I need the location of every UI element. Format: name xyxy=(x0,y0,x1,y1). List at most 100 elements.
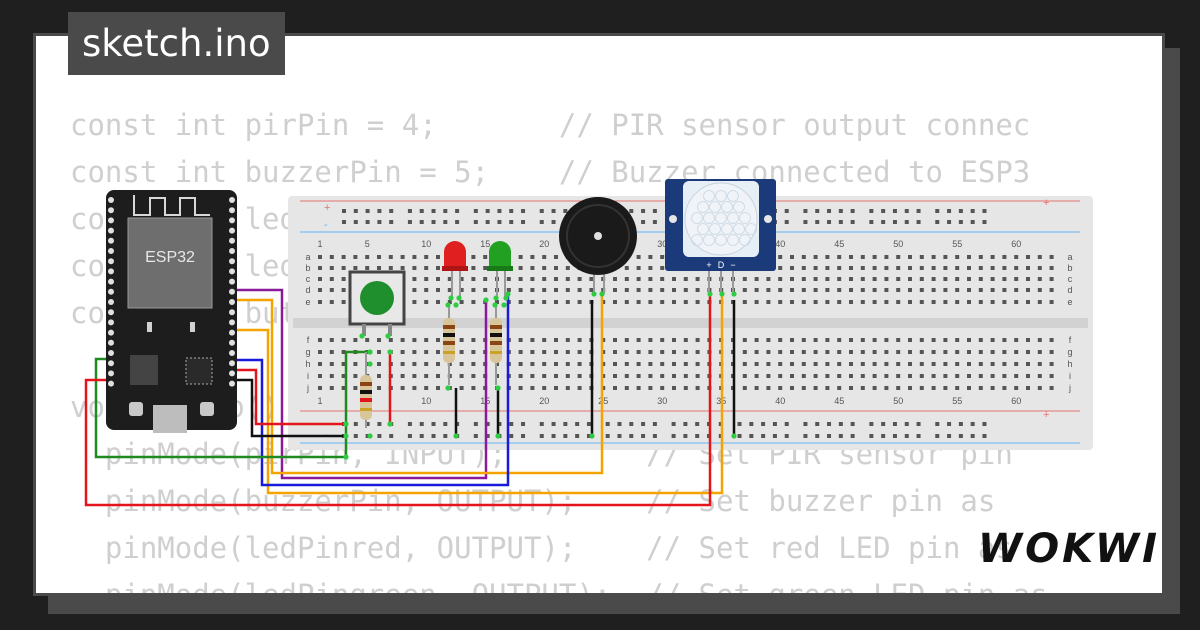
reset-button xyxy=(200,402,214,416)
breadboard-hole xyxy=(1014,350,1019,354)
breadboard-hole xyxy=(931,338,936,342)
esp32-pin xyxy=(108,309,114,316)
rail-hole xyxy=(892,220,897,224)
row-label: c xyxy=(306,274,311,284)
breadboard-hole xyxy=(908,288,912,292)
breadboard-hole xyxy=(1002,386,1007,390)
breadboard-hole xyxy=(955,288,960,292)
rail-hole xyxy=(671,434,676,438)
breadboard-hole xyxy=(530,386,535,390)
breadboard-hole xyxy=(1026,338,1030,342)
breadboard-hole xyxy=(565,266,570,270)
rail-hole xyxy=(407,209,412,213)
breadboard-hole xyxy=(1049,288,1054,292)
breadboard-hole xyxy=(943,277,948,281)
breadboard-hole xyxy=(849,350,853,354)
led-red-leg-2 xyxy=(459,268,461,298)
breadboard-hole xyxy=(672,277,676,281)
led-green-rim xyxy=(487,266,513,271)
resistor-led-red-body xyxy=(443,318,455,363)
breadboard-hole xyxy=(884,277,889,281)
rail-hole xyxy=(641,422,646,426)
resistor-led-red-band-4 xyxy=(443,351,455,354)
esp32-pin xyxy=(108,207,114,214)
breadboard-hole xyxy=(990,374,995,378)
connection-dot xyxy=(493,295,499,301)
breadboard-hole xyxy=(624,350,629,354)
led-green xyxy=(487,241,513,298)
rail-hole xyxy=(586,422,591,426)
breadboard-hole xyxy=(436,300,440,304)
pir-facet xyxy=(727,212,739,224)
rail-hole xyxy=(485,422,490,426)
rail-hole xyxy=(881,434,886,438)
breadboard-hole xyxy=(648,277,653,281)
rail-hole xyxy=(605,434,610,438)
esp32-pin xyxy=(108,278,114,285)
rail-hole xyxy=(521,209,526,213)
breadboard-holes xyxy=(318,209,1054,438)
breadboard-hole xyxy=(353,362,358,366)
row-label: a xyxy=(305,252,310,262)
breadboard-hole xyxy=(424,386,429,390)
breadboard-hole xyxy=(860,255,865,259)
column-label: 1 xyxy=(317,239,322,249)
resistor-led-red xyxy=(443,305,455,385)
breadboard-hole xyxy=(1049,255,1054,259)
esp32-pin xyxy=(229,258,235,265)
breadboard-hole xyxy=(801,374,806,378)
breadboard-hole xyxy=(978,338,983,342)
resistor-led-green-band-1 xyxy=(490,325,502,329)
rail-hole xyxy=(497,209,502,213)
rail-hole xyxy=(838,220,843,224)
pir-facet xyxy=(703,190,715,202)
breadboard-hole xyxy=(860,338,865,342)
rail-plus-tl: + xyxy=(324,202,330,214)
pir-dome-icon xyxy=(684,182,758,256)
rail-hole xyxy=(509,220,514,224)
led-red xyxy=(442,241,468,298)
pir-facet xyxy=(691,212,703,224)
row-label: b xyxy=(1067,263,1072,273)
breadboard-hole xyxy=(636,288,641,292)
breadboard-hole xyxy=(884,362,889,366)
pir-facet xyxy=(709,201,721,213)
breadboard-hole xyxy=(377,374,381,378)
breadboard-hole xyxy=(377,266,381,270)
rail-hole xyxy=(551,220,556,224)
rail-hole xyxy=(784,422,789,426)
row-label: d xyxy=(305,285,310,295)
wires xyxy=(84,288,736,507)
column-label: 5 xyxy=(365,239,370,249)
rail-hole xyxy=(838,422,843,426)
breadboard-hole xyxy=(1014,374,1019,378)
breadboard-hole xyxy=(436,374,440,378)
breadboard-hole xyxy=(1014,266,1019,270)
breadboard-hole xyxy=(648,350,653,354)
breadboard-hole xyxy=(518,362,523,366)
rail-plus-tr: + xyxy=(1043,197,1049,209)
breadboard-hole xyxy=(459,288,464,292)
breadboard-hole xyxy=(931,266,936,270)
breadboard-hole xyxy=(1026,277,1030,281)
breadboard-hole xyxy=(506,277,511,281)
breadboard-hole xyxy=(424,300,429,304)
rail-hole xyxy=(509,434,514,438)
breadboard-hole xyxy=(565,288,570,292)
antenna-trace-icon xyxy=(133,195,210,216)
breadboard-hole xyxy=(896,338,901,342)
breadboard-hole xyxy=(436,277,440,281)
breadboard-hole xyxy=(436,338,440,342)
resistor-pulldown xyxy=(360,352,372,428)
breadboard-hole xyxy=(683,300,688,304)
pir-facet xyxy=(691,234,703,246)
breadboard-hole xyxy=(754,277,759,281)
breadboard-hole xyxy=(672,386,676,390)
breadboard-hole xyxy=(931,374,936,378)
breadboard-hole xyxy=(624,374,629,378)
rail-hole xyxy=(455,209,460,213)
breadboard-hole xyxy=(353,386,358,390)
rail-hole xyxy=(869,220,874,224)
breadboard-hole xyxy=(860,277,865,281)
esp32-pins xyxy=(108,197,235,387)
